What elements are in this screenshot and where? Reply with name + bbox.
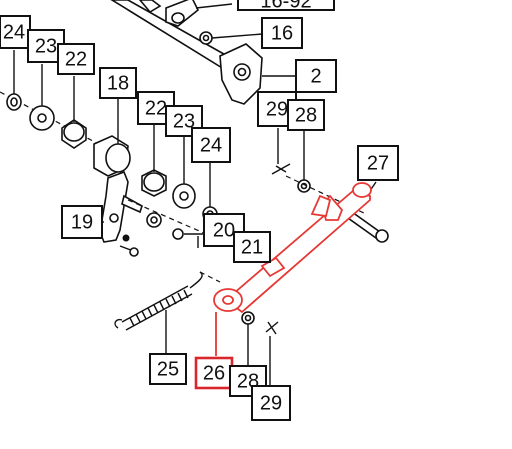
pin-part-29-upper (271, 128, 291, 175)
callout-18: 18 (99, 67, 137, 99)
callout-16: 16 (261, 17, 303, 49)
callout-label: 19 (71, 211, 93, 233)
callout-25: 25 (149, 353, 187, 385)
callout-label: 16 (271, 22, 293, 44)
bushing-part-22-right (141, 124, 167, 197)
callout-label: 22 (145, 97, 167, 119)
callout-label: 23 (173, 110, 195, 132)
washer-part-24-right (202, 162, 218, 222)
callout-label: 29 (266, 98, 288, 120)
callout-label: 24 (200, 134, 222, 156)
washer-part-16 (199, 31, 263, 45)
pin-part-29-lower (265, 321, 279, 386)
callout-22-left: 22 (57, 43, 95, 75)
callout-28-upper: 28 (287, 99, 325, 131)
callout-label: 29 (260, 392, 282, 414)
callout-2: 2 (295, 59, 337, 93)
callout-27: 27 (357, 145, 399, 181)
callout-label: 23 (35, 35, 57, 57)
callout-24-right: 24 (191, 127, 231, 163)
callout-label: 24 (3, 21, 25, 43)
lever-plate-part-19 (92, 170, 143, 243)
bushing-part-22-left (61, 76, 87, 149)
callout-label: 16-92 (260, 0, 311, 12)
callout-21: 21 (233, 231, 271, 263)
callout-label: 18 (107, 72, 129, 94)
washer-part-24-left (6, 50, 22, 111)
callout-label: 20 (213, 219, 235, 241)
callout-label: 25 (157, 358, 179, 380)
callout-16-92: 16-92 (237, 0, 335, 12)
spring-part-25 (114, 271, 203, 354)
callout-label: 21 (241, 236, 263, 258)
callout-26-highlighted: 26 (194, 356, 234, 390)
washer-part-23-left (29, 64, 55, 131)
axis-line-lower (199, 271, 221, 283)
washer-part-23-right (172, 136, 196, 209)
callout-19: 19 (61, 205, 103, 239)
callout-label: 2 (310, 65, 321, 87)
washer-part-28-lower (241, 311, 255, 366)
callout-29-lower: 29 (251, 385, 291, 421)
bracket-part-2 (219, 43, 296, 105)
shaft-part-26-highlighted (213, 182, 372, 356)
callout-label: 28 (295, 104, 317, 126)
bolt-under-lever (119, 245, 139, 257)
washer-part-20 (146, 212, 206, 240)
callout-label: 26 (203, 362, 225, 384)
callout-label: 27 (367, 152, 389, 174)
callout-label: 22 (65, 48, 87, 70)
washer-part-28-upper (297, 128, 311, 193)
callout-24-left: 24 (0, 15, 31, 49)
sleeve-part-18 (93, 94, 131, 177)
